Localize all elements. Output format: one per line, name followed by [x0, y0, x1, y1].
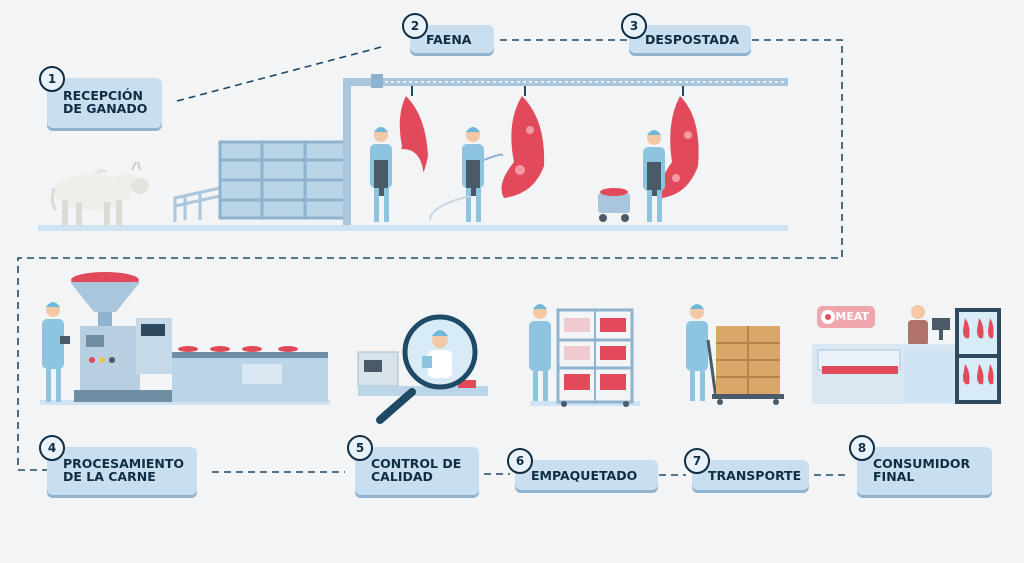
carcass-3	[660, 86, 699, 198]
overhead-rail	[343, 74, 788, 225]
step-4-procesamiento: 4 PROCESAMIENTO DE LA CARNE	[39, 435, 197, 495]
worker-packaging	[529, 304, 551, 401]
step-3-despostada: 3 DESPOSTADA	[621, 13, 751, 53]
holding-pen	[173, 140, 347, 222]
meat-sign-text: MEAT	[835, 310, 869, 323]
worker-transport	[686, 304, 708, 401]
step-label-line1: DESPOSTADA	[645, 32, 739, 47]
step-label-line2: DE GANADO	[63, 101, 148, 116]
step-label-line1: FAENA	[426, 32, 472, 47]
step-6-empaquetado: 6 EMPAQUETADO	[507, 448, 658, 490]
step-number: 4	[39, 435, 65, 461]
step-label-line1: EMPAQUETADO	[531, 468, 638, 483]
cow-icon	[50, 161, 149, 226]
step-7-transporte: 7 TRANSPORTE	[684, 448, 809, 490]
step-label-line2: DE LA CARNE	[63, 469, 156, 484]
ground-line-top	[38, 225, 788, 231]
step-label-line1: RECEPCIÓN	[63, 88, 143, 103]
pallet-jack	[706, 326, 784, 405]
carcass-2	[501, 86, 545, 198]
step-number: 3	[621, 13, 647, 39]
ground-line-bottom-1	[40, 400, 330, 405]
step-number: 2	[402, 13, 428, 39]
worker-faena-1	[370, 127, 392, 222]
butcher-shop	[812, 305, 1001, 404]
step-label-line1: TRANSPORTE	[708, 468, 802, 483]
step-5-control-calidad: 5 CONTROL DE CALIDAD	[347, 435, 479, 495]
meat-sign: MEAT	[817, 306, 875, 328]
step-1-recepcion: 1 RECEPCIÓN DE GANADO	[39, 66, 162, 128]
step-number: 1	[39, 66, 65, 92]
connector-1-2	[176, 45, 386, 102]
carcass-1	[392, 86, 428, 198]
processing-machine	[70, 272, 328, 402]
step-2-faena: 2 FAENA	[402, 13, 494, 53]
quality-control-scene	[357, 351, 488, 396]
step-number: 7	[684, 448, 710, 474]
meat-sign-icon	[821, 310, 835, 324]
meat-cart	[598, 188, 630, 222]
step-label-line1: PROCESAMIENTO	[63, 456, 185, 471]
step-label-line2: FINAL	[873, 469, 915, 484]
worker-processing	[42, 302, 70, 402]
connector-3-4	[17, 39, 843, 471]
magnifier-icon	[376, 314, 478, 424]
step-label-line1: CONTROL DE	[371, 456, 462, 471]
step-number: 5	[347, 435, 373, 461]
packaging-rack	[556, 308, 634, 407]
step-number: 8	[849, 435, 875, 461]
step-label-line1: CONSUMIDOR	[873, 456, 971, 471]
step-label-line2: CALIDAD	[371, 469, 433, 484]
worker-despostada	[643, 130, 665, 222]
step-8-consumidor-final: 8 CONSUMIDOR FINAL	[849, 435, 992, 495]
step-number: 6	[507, 448, 533, 474]
connector-lines	[17, 39, 848, 476]
worker-faena-2	[429, 127, 504, 222]
